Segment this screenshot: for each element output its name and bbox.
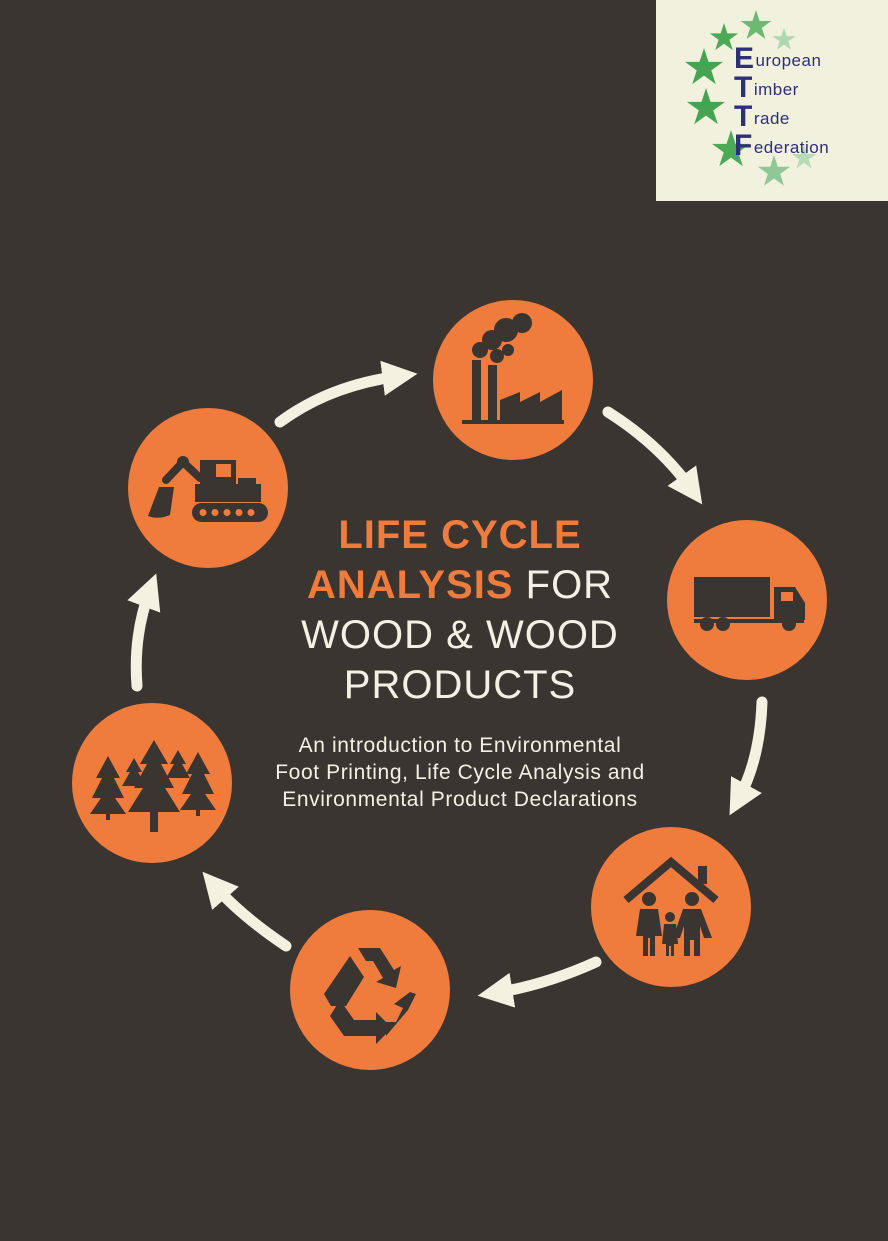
logo-line-trade: Trade <box>734 100 790 133</box>
title-line-1: LIFE CYCLE <box>338 513 582 557</box>
truck-icon <box>694 577 805 631</box>
subtitle: An introduction to Environmental Foot Pr… <box>240 732 680 813</box>
subtitle-line-2: Foot Printing, Life Cycle Analysis and <box>275 761 645 784</box>
arrow-recycle-to-forest <box>202 871 292 952</box>
logo-line-european: European <box>734 42 822 75</box>
arrow-forest-to-excavator <box>127 573 161 692</box>
title-line-4: PRODUCTS <box>343 663 577 707</box>
title-line-3: WOOD & WOOD <box>301 613 619 657</box>
recycle-circle <box>290 910 450 1070</box>
excavator-icon <box>148 456 268 522</box>
title-line-2: ANALYSIS FOR <box>306 563 614 607</box>
arrow-truck-to-house <box>729 696 768 816</box>
logo-line-timber: Timber <box>734 71 799 104</box>
subtitle-line-1: An introduction to Environmental <box>298 734 622 757</box>
cycle-arrows <box>127 360 768 1008</box>
family-house-icon <box>623 856 719 956</box>
arrow-excavator-to-factory <box>274 360 418 428</box>
cycle-circles <box>72 300 827 1070</box>
forest-icon <box>90 740 216 832</box>
ettf-logo: European Timber Trade Federation <box>656 0 888 201</box>
logo-wordmark: European Timber Trade Federation <box>734 42 830 162</box>
arrow-house-to-recycle <box>477 956 602 1008</box>
subtitle-line-3: Environmental Product Declarations <box>282 788 638 811</box>
logo-line-federation: Federation <box>734 129 830 162</box>
arrow-factory-to-truck <box>602 406 703 505</box>
factory-icon <box>462 313 564 424</box>
recycle-icon <box>324 948 416 1044</box>
house-circle <box>591 827 751 987</box>
page-title: LIFE CYCLE ANALYSIS FOR WOOD & WOOD PROD… <box>250 510 670 710</box>
